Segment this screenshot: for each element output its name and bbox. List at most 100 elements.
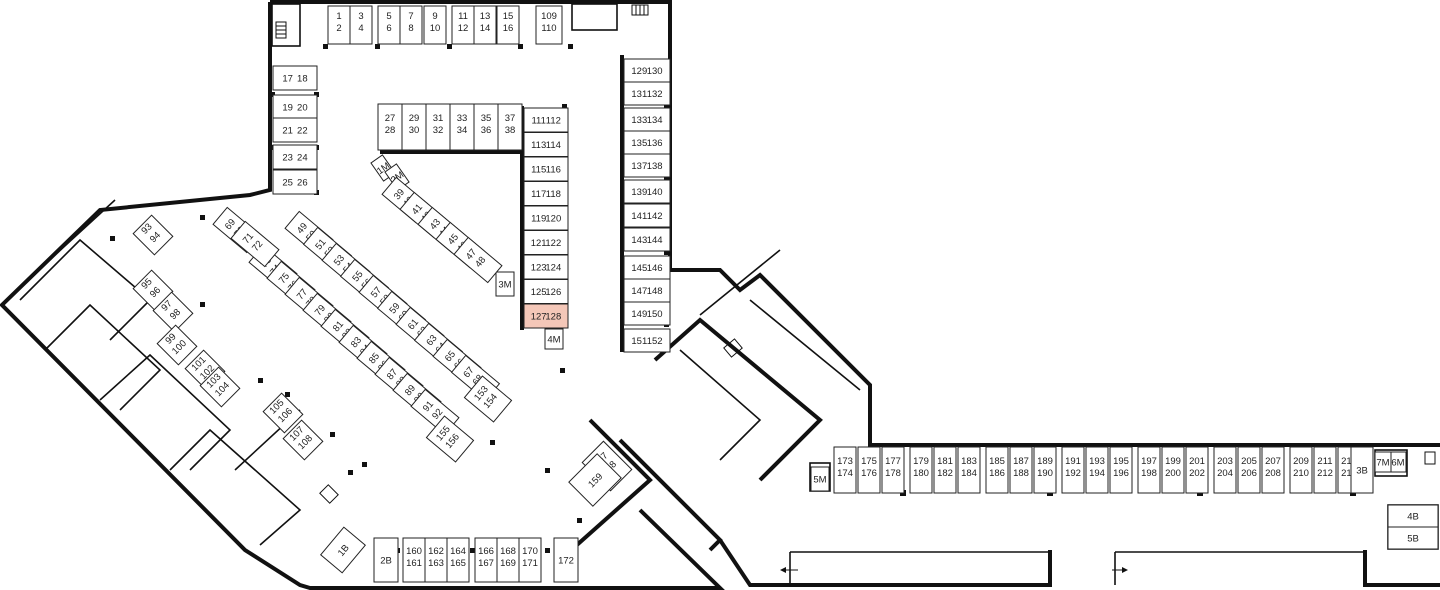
parking-stall[interactable]: 6M (1389, 451, 1407, 473)
stair-icon (275, 21, 287, 39)
parking-stall[interactable]: 4B (1387, 504, 1439, 528)
parking-stall[interactable]: 34 (349, 5, 373, 45)
stall-label: 171 (522, 558, 538, 569)
stall-label: 112 (546, 116, 561, 127)
parking-stall[interactable]: 3M (495, 271, 515, 297)
parking-stall[interactable]: 910 (423, 5, 447, 45)
stall-label: 178 (885, 468, 901, 479)
parking-stall[interactable]: 56 (377, 5, 401, 45)
parking-stall[interactable]: 1B (320, 526, 366, 574)
parking-stall[interactable]: 5B (1387, 526, 1439, 550)
stall-label: 109 (541, 11, 557, 22)
stall-label: 207 (1265, 456, 1281, 467)
parking-stall[interactable]: 172 (553, 537, 579, 583)
stall-label: 204 (1217, 468, 1233, 479)
stall-label: 17 (282, 74, 293, 85)
stall-label: 28 (385, 125, 396, 136)
parking-stall[interactable]: 2B (373, 537, 399, 583)
parking-stall[interactable]: 4M (544, 328, 564, 350)
parking-stall[interactable]: 7M (1374, 451, 1392, 473)
parking-stall[interactable]: 78 (399, 5, 423, 45)
parking-stall[interactable]: 3B (1350, 446, 1374, 494)
stall-label: 180 (913, 468, 929, 479)
parking-stall[interactable]: 5M (810, 466, 830, 492)
parking-stall[interactable]: 12 (327, 5, 351, 45)
parking-stall[interactable]: 159 (568, 453, 622, 507)
stall-label: 182 (937, 468, 953, 479)
